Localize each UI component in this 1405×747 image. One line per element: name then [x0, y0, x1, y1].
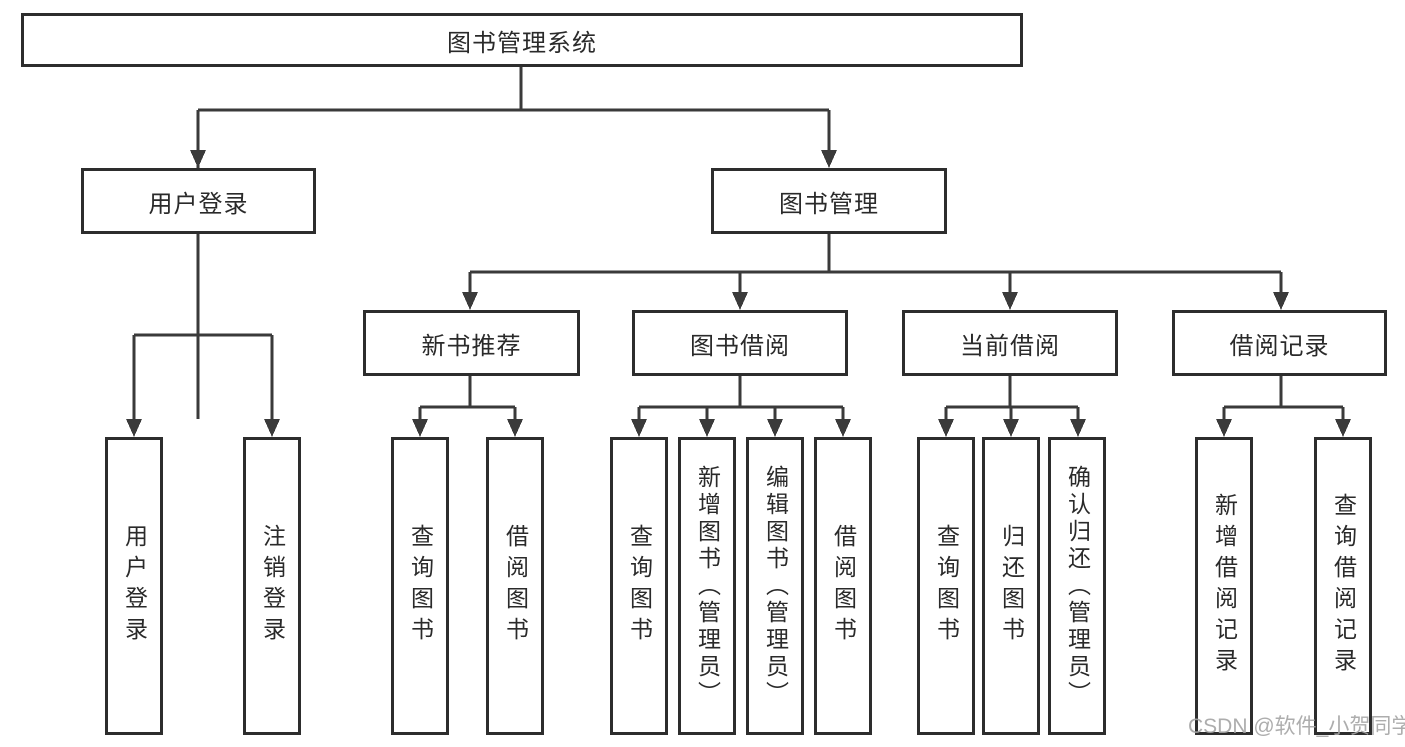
csdn-watermark: CSDN @软件_小贺同学	[1188, 715, 1405, 738]
connector-book-management-to-level3	[462, 234, 1289, 310]
leaf-add-borrow-record: 新增借阅记录	[1195, 437, 1253, 735]
node-label: 图书管理系统	[447, 29, 597, 57]
node-library-management-system: 图书管理系统	[21, 13, 1023, 67]
connector-root-to-level2	[190, 67, 837, 419]
connector-borrow-records-to-leaves	[1216, 376, 1351, 437]
leaf-label: 确认归还（管理员）	[1064, 464, 1091, 708]
node-current-borrow: 当前借阅	[902, 310, 1118, 376]
leaf-label: 新增图书（管理员）	[694, 464, 721, 708]
node-book-borrow: 图书借阅	[632, 310, 848, 376]
leaf-label: 编辑图书（管理员）	[762, 464, 789, 708]
node-label: 用户登录	[148, 190, 249, 218]
leaf-label: 查询图书	[407, 524, 434, 648]
node-new-book-recommend: 新书推荐	[363, 310, 580, 376]
leaf-return-books: 归还图书	[982, 437, 1040, 735]
leaf-borrow-books: 借阅图书	[814, 437, 872, 735]
node-label: 当前借阅	[960, 332, 1060, 360]
leaf-edit-books-admin: 编辑图书（管理员）	[746, 437, 804, 735]
leaf-label: 借阅图书	[830, 524, 857, 648]
leaf-label: 查询图书	[933, 524, 960, 648]
node-label: 借阅记录	[1229, 332, 1330, 360]
connector-new-book-recommend-to-leaves	[412, 376, 523, 437]
leaf-add-books-admin: 新增图书（管理员）	[678, 437, 736, 735]
leaf-user-login: 用户登录	[105, 437, 163, 735]
node-label: 图书借阅	[690, 332, 790, 360]
leaf-label: 注销登录	[259, 524, 286, 648]
leaf-label: 用户登录	[121, 524, 148, 648]
leaf-query-borrow-record: 查询借阅记录	[1314, 437, 1372, 735]
connector-user-login-to-leaves	[126, 234, 280, 437]
node-borrow-records: 借阅记录	[1172, 310, 1387, 376]
leaf-label: 借阅图书	[502, 524, 529, 648]
node-label: 图书管理	[779, 190, 879, 218]
connector-book-borrow-to-leaves	[631, 376, 851, 437]
leaf-label: 归还图书	[998, 524, 1025, 648]
node-book-management: 图书管理	[711, 168, 947, 234]
leaf-query-books-recommend: 查询图书	[391, 437, 449, 735]
leaf-borrow-books-recommend: 借阅图书	[486, 437, 544, 735]
leaf-logout-login: 注销登录	[243, 437, 301, 735]
node-user-login: 用户登录	[81, 168, 316, 234]
node-label: 新书推荐	[421, 332, 522, 360]
leaf-label: 新增借阅记录	[1211, 493, 1238, 679]
leaf-confirm-return-admin: 确认归还（管理员）	[1048, 437, 1106, 735]
connector-current-borrow-to-leaves	[938, 376, 1086, 437]
leaf-query-books-borrow: 查询图书	[610, 437, 668, 735]
leaf-query-books-current: 查询图书	[917, 437, 975, 735]
leaf-label: 查询图书	[626, 524, 653, 648]
leaf-label: 查询借阅记录	[1330, 493, 1357, 679]
